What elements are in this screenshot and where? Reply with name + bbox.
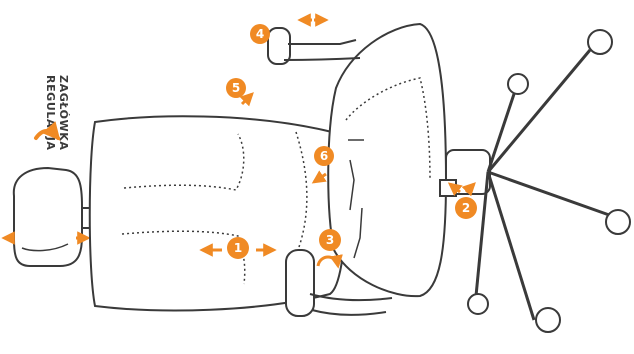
- headrest-label-line-1: REGULACJA: [44, 75, 57, 151]
- upper-armrest: [267, 27, 361, 65]
- marker-2: 2: [455, 197, 477, 219]
- marker-4: 4: [250, 24, 270, 44]
- marker-3-rotate-icon: [316, 254, 343, 269]
- marker-6-arrow-icon: [311, 170, 327, 184]
- marker-4-label: 4: [256, 27, 264, 41]
- marker-5-label: 5: [232, 81, 240, 95]
- marker-6: 6: [314, 146, 334, 166]
- marker-2-label: 2: [462, 201, 470, 215]
- seat: [327, 22, 448, 298]
- marker-3: 3: [319, 229, 341, 251]
- marker-1-label: 1: [234, 241, 242, 255]
- lower-armrest: [285, 249, 393, 317]
- marker-3-label: 3: [326, 233, 334, 247]
- marker-2-arrow-up-icon: [447, 182, 463, 197]
- headrest: [12, 166, 96, 267]
- marker-5: 5: [226, 78, 246, 98]
- marker-2-arrow-down-icon: [461, 182, 476, 197]
- backrest: [88, 115, 347, 312]
- headrest-tilt-arrow-icon: [34, 121, 61, 141]
- marker-5-arrow-icon: [239, 92, 254, 107]
- chair-base: [439, 29, 631, 333]
- marker-1: 1: [227, 237, 249, 259]
- marker-6-label: 6: [320, 149, 328, 163]
